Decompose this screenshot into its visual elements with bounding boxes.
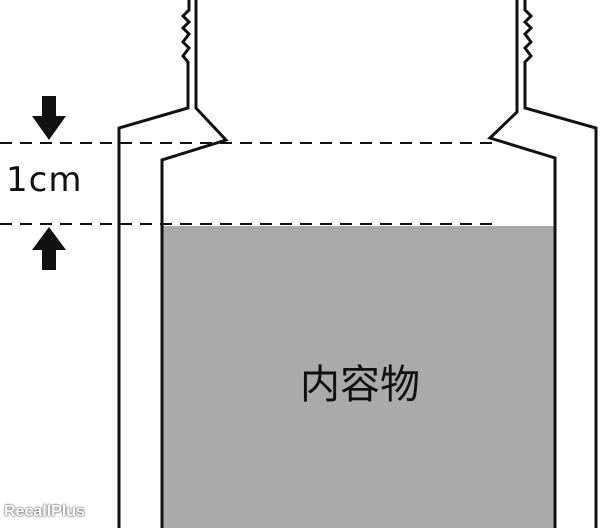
- arrow-up-icon: [32, 227, 66, 270]
- outer-neck-left: [160, 0, 229, 528]
- contents-fill: [162, 226, 554, 528]
- outer-wall-right: [487, 0, 557, 528]
- arrow-down-icon: [32, 96, 66, 140]
- contents-label: 内容物: [300, 362, 420, 408]
- watermark: RecallPlus: [4, 503, 85, 520]
- outer-neck-right: [522, 0, 598, 528]
- dimension-label: 1cm: [6, 160, 83, 200]
- outer-wall-left: [117, 0, 192, 528]
